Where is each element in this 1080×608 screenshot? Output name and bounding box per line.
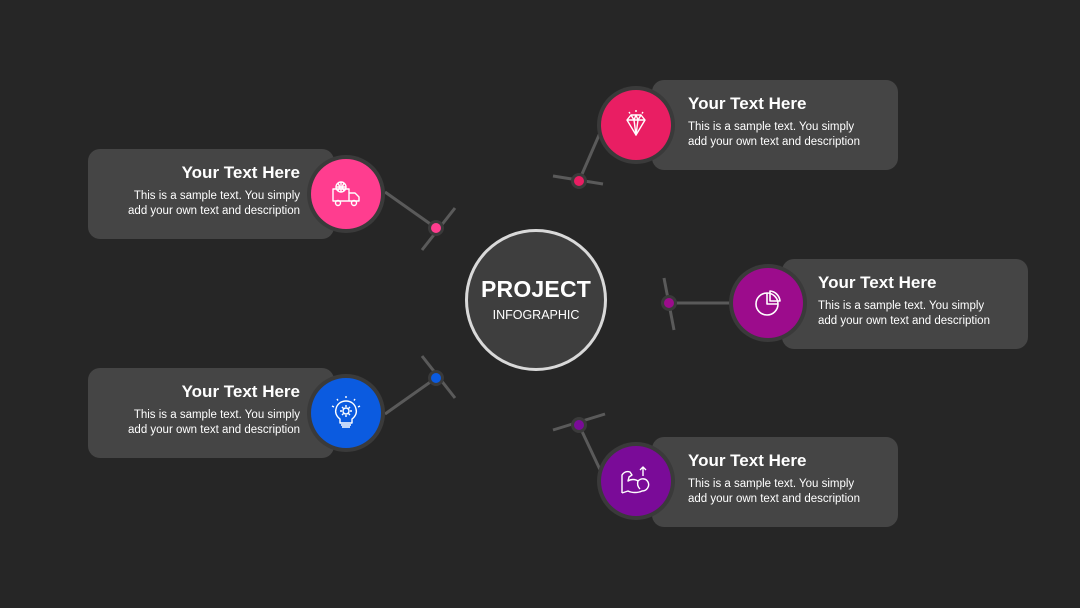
card-title: Your Text Here	[181, 382, 300, 401]
connector-dot	[431, 373, 441, 383]
card-description: This is a sample text. You simply add yo…	[88, 408, 300, 438]
info-card-pie: Your Text Here This is a sample text. Yo…	[782, 259, 1028, 349]
badge-diamond	[597, 86, 675, 164]
connector-dot	[574, 176, 584, 186]
badge-pie	[729, 264, 807, 342]
connector-top-right	[552, 125, 605, 189]
card-description-line: This is a sample text. You simply	[688, 478, 855, 490]
connector-right	[661, 277, 735, 331]
info-card-arm: Your Text Here This is a sample text. Yo…	[652, 437, 898, 527]
connector-dot	[574, 420, 584, 430]
connector-bottom-left	[384, 355, 457, 416]
info-card-diamond: Your Text Here This is a sample text. Yo…	[652, 80, 898, 170]
card-title: Your Text Here	[688, 451, 807, 470]
pie-chart-icon	[755, 290, 781, 316]
center-subtitle: INFOGRAPHIC	[492, 308, 580, 322]
card-description-line: add your own text and description	[688, 136, 860, 148]
card-description-line: add your own text and description	[128, 424, 300, 436]
card-description-line: This is a sample text. You simply	[133, 409, 300, 421]
badge-bulb	[307, 374, 385, 452]
center-hub: PROJECT INFOGRAPHIC	[465, 229, 607, 371]
delivery-truck-icon	[332, 181, 360, 207]
card-description-line: This is a sample text. You simply	[133, 190, 300, 202]
card-description-line: add your own text and description	[818, 315, 990, 327]
info-card-bulb: Your Text Here This is a sample text. Yo…	[88, 368, 334, 458]
card-description-line: add your own text and description	[688, 493, 860, 505]
connector-bottom-right	[552, 412, 606, 477]
card-title: Your Text Here	[688, 94, 807, 113]
badge-truck	[307, 155, 385, 233]
diamond-icon	[626, 110, 646, 136]
card-description: This is a sample text. You simply add yo…	[818, 299, 1028, 329]
card-description-line: This is a sample text. You simply	[688, 121, 855, 133]
badge-arm	[597, 442, 675, 520]
card-description: This is a sample text. You simply add yo…	[688, 120, 898, 150]
card-title: Your Text Here	[818, 273, 937, 292]
card-description: This is a sample text. You simply add yo…	[88, 189, 300, 219]
card-title: Your Text Here	[181, 163, 300, 182]
card-description-line: add your own text and description	[128, 205, 300, 217]
strength-arm-icon	[621, 466, 650, 494]
connector-top-left	[384, 190, 457, 251]
card-description: This is a sample text. You simply add yo…	[688, 477, 898, 507]
info-card-truck: Your Text Here This is a sample text. Yo…	[88, 149, 334, 239]
card-description-line: This is a sample text. You simply	[818, 300, 985, 312]
connector-dot	[431, 223, 441, 233]
center-title: PROJECT	[480, 276, 592, 302]
lightbulb-gear-icon	[331, 396, 361, 428]
connector-dot	[664, 298, 674, 308]
